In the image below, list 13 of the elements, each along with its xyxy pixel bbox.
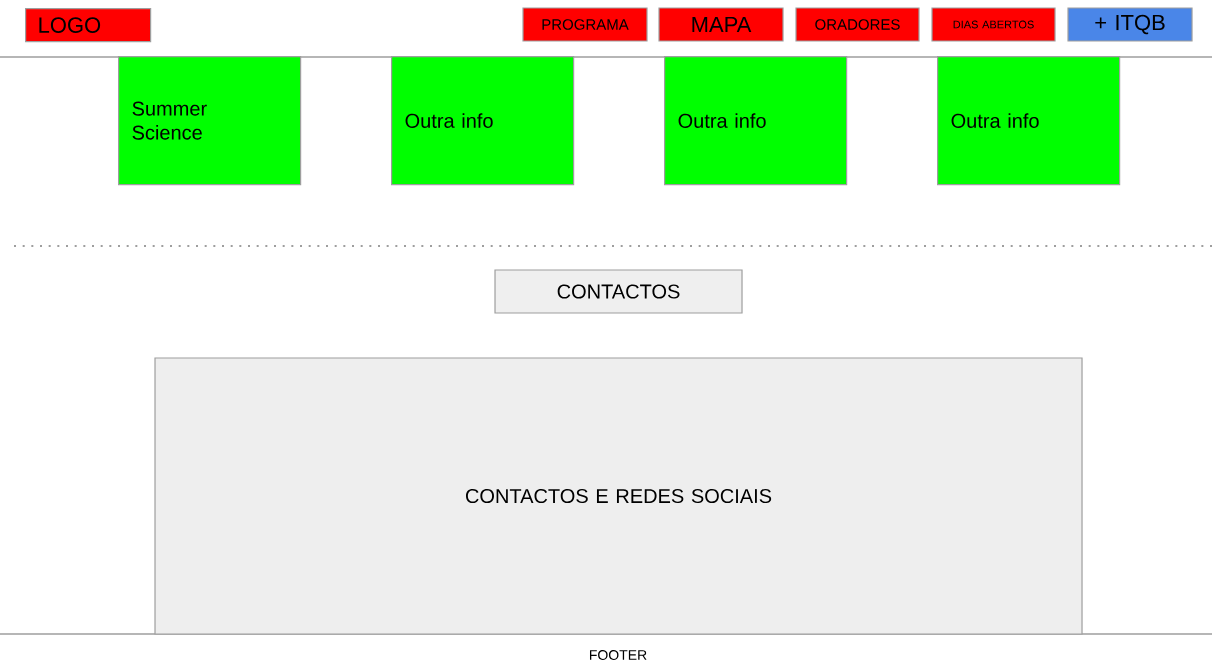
menu-button: + ITQB <box>1067 7 1193 42</box>
section-button: CONTACTOS <box>494 269 743 314</box>
menu-button: DIAS ABERTOS <box>931 7 1056 42</box>
footer-label: FOOTER <box>590 650 647 660</box>
content-panel: CONTACTOS E REDES SOCIAIS <box>154 357 1083 635</box>
placeholder-box: LOGO <box>25 8 152 43</box>
info-box: Outra info <box>391 56 575 186</box>
info-box: Summer Science <box>118 56 302 186</box>
menu-button: ORADORES <box>795 7 920 42</box>
info-box: Outra info <box>937 56 1121 186</box>
menu-button: PROGRAMA <box>522 7 648 42</box>
menu-button: MAPA <box>658 7 784 42</box>
info-box: Outra info <box>664 56 848 186</box>
